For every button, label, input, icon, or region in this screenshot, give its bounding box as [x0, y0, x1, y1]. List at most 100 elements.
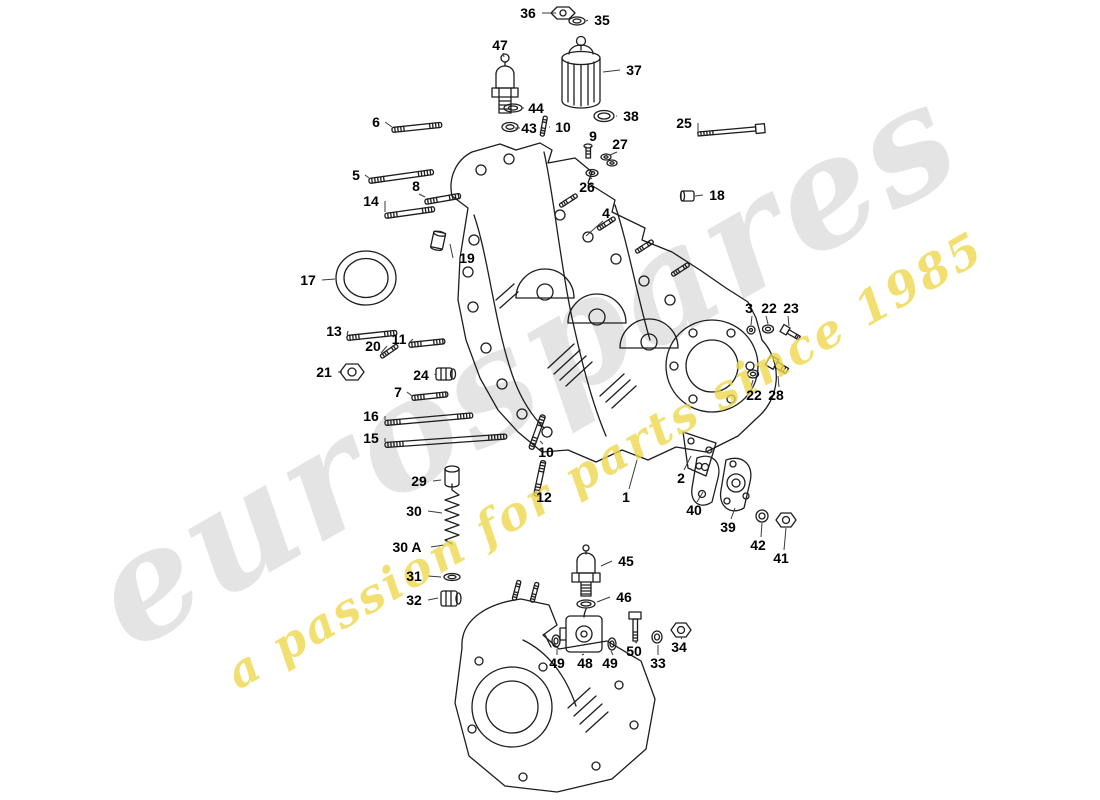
part-label-22[interactable]: 22 — [746, 387, 762, 403]
part-label-24[interactable]: 24 — [413, 367, 429, 383]
part-label-40[interactable]: 40 — [686, 502, 702, 518]
stud-10-top — [539, 115, 549, 137]
part-label-8[interactable]: 8 — [412, 178, 420, 194]
leader-line-49 — [610, 650, 614, 656]
part-label-13[interactable]: 13 — [326, 323, 342, 339]
gasket-40 — [691, 455, 720, 506]
part-label-32[interactable]: 32 — [406, 592, 422, 608]
part-label-18[interactable]: 18 — [709, 187, 725, 203]
part-label-30A[interactable]: 30 A — [392, 539, 422, 555]
part-label-22[interactable]: 22 — [761, 300, 777, 316]
part-label-49[interactable]: 49 — [549, 655, 565, 671]
part-label-15[interactable]: 15 — [363, 430, 379, 446]
leader-line-50 — [634, 641, 638, 644]
leader-line-26 — [589, 177, 593, 180]
part-label-26[interactable]: 26 — [579, 179, 595, 195]
part-label-21[interactable]: 21 — [316, 364, 332, 380]
leader-line-12 — [539, 487, 542, 490]
spring-30 — [444, 483, 460, 545]
part-label-29[interactable]: 29 — [411, 473, 427, 489]
end-cover-39 — [719, 457, 752, 512]
leader-line-8 — [418, 193, 426, 198]
leader-line-42 — [760, 522, 763, 538]
hex-nut-41 — [775, 512, 797, 528]
part-label-42[interactable]: 42 — [750, 537, 766, 553]
part-label-45[interactable]: 45 — [618, 553, 634, 569]
washers-27 — [600, 153, 618, 167]
part-label-28[interactable]: 28 — [768, 387, 784, 403]
part-label-36[interactable]: 36 — [520, 5, 536, 21]
part-label-20[interactable]: 20 — [365, 338, 381, 354]
part-label-23[interactable]: 23 — [783, 300, 799, 316]
dowel-19 — [430, 230, 447, 252]
part-label-30[interactable]: 30 — [406, 503, 422, 519]
part-label-3[interactable]: 3 — [745, 300, 753, 316]
oil-temp-sensor-45 — [571, 544, 601, 597]
part-label-17[interactable]: 17 — [300, 272, 316, 288]
leader-line-23 — [787, 315, 790, 327]
part-label-49[interactable]: 49 — [602, 655, 618, 671]
leader-line-13 — [346, 330, 349, 336]
plug-24 — [435, 367, 457, 381]
part-label-16[interactable]: 16 — [363, 408, 379, 424]
part-label-27[interactable]: 27 — [612, 136, 628, 152]
oil-pump-block-48 — [559, 615, 603, 653]
part-label-47[interactable]: 47 — [492, 37, 508, 53]
long-bolt-25 — [697, 123, 766, 137]
part-label-41[interactable]: 41 — [773, 550, 789, 566]
leader-line-19 — [449, 243, 454, 259]
part-label-39[interactable]: 39 — [720, 519, 736, 535]
part-label-50[interactable]: 50 — [626, 643, 642, 659]
part-label-48[interactable]: 48 — [577, 655, 593, 671]
leader-line-3 — [750, 315, 753, 326]
part-label-38[interactable]: 38 — [623, 108, 639, 124]
leader-line-22 — [750, 379, 754, 388]
part-label-5[interactable]: 5 — [352, 167, 360, 183]
stud-7 — [411, 391, 449, 402]
part-label-31[interactable]: 31 — [406, 568, 422, 584]
stud-6 — [391, 121, 443, 134]
part-label-37[interactable]: 37 — [626, 62, 642, 78]
part-label-25[interactable]: 25 — [676, 115, 692, 131]
part-label-10[interactable]: 10 — [538, 444, 554, 460]
stud-5 — [368, 168, 435, 185]
part-label-43[interactable]: 43 — [521, 120, 537, 136]
washer-35 — [568, 16, 586, 26]
leader-line-35 — [585, 19, 589, 22]
part-label-10[interactable]: 10 — [555, 119, 571, 135]
bolt-50 — [628, 611, 642, 642]
leader-line-31 — [427, 575, 442, 578]
part-label-2[interactable]: 2 — [677, 470, 685, 486]
leader-line-7 — [406, 391, 413, 397]
leader-line-37 — [602, 69, 621, 73]
part-label-4[interactable]: 4 — [602, 205, 610, 221]
oil-pressure-sensor-47 — [491, 53, 519, 114]
part-label-46[interactable]: 46 — [616, 589, 632, 605]
part-label-11[interactable]: 11 — [391, 331, 407, 347]
part-label-14[interactable]: 14 — [363, 193, 379, 209]
part-label-35[interactable]: 35 — [594, 12, 610, 28]
part-label-1[interactable]: 1 — [622, 489, 630, 505]
part-label-9[interactable]: 9 — [589, 128, 597, 144]
stud-14 — [384, 205, 436, 220]
hex-nut-34 — [670, 622, 692, 638]
seal-ring-46 — [576, 599, 596, 618]
leader-line-5 — [364, 174, 370, 179]
part-label-12[interactable]: 12 — [536, 489, 552, 505]
leader-line-22 — [765, 315, 769, 325]
part-label-34[interactable]: 34 — [671, 639, 687, 655]
part-label-7[interactable]: 7 — [394, 384, 402, 400]
crankcase-lower-view — [454, 579, 656, 793]
part-label-33[interactable]: 33 — [650, 655, 666, 671]
stud-end-3 — [746, 325, 756, 335]
part-label-19[interactable]: 19 — [459, 250, 475, 266]
bolt-23 — [779, 323, 801, 341]
leader-line-18 — [694, 194, 704, 197]
washer-22a — [761, 324, 775, 334]
part-label-44[interactable]: 44 — [528, 100, 544, 116]
part-label-6[interactable]: 6 — [372, 114, 380, 130]
leader-line-34 — [680, 637, 683, 640]
leader-line-39 — [730, 507, 736, 520]
